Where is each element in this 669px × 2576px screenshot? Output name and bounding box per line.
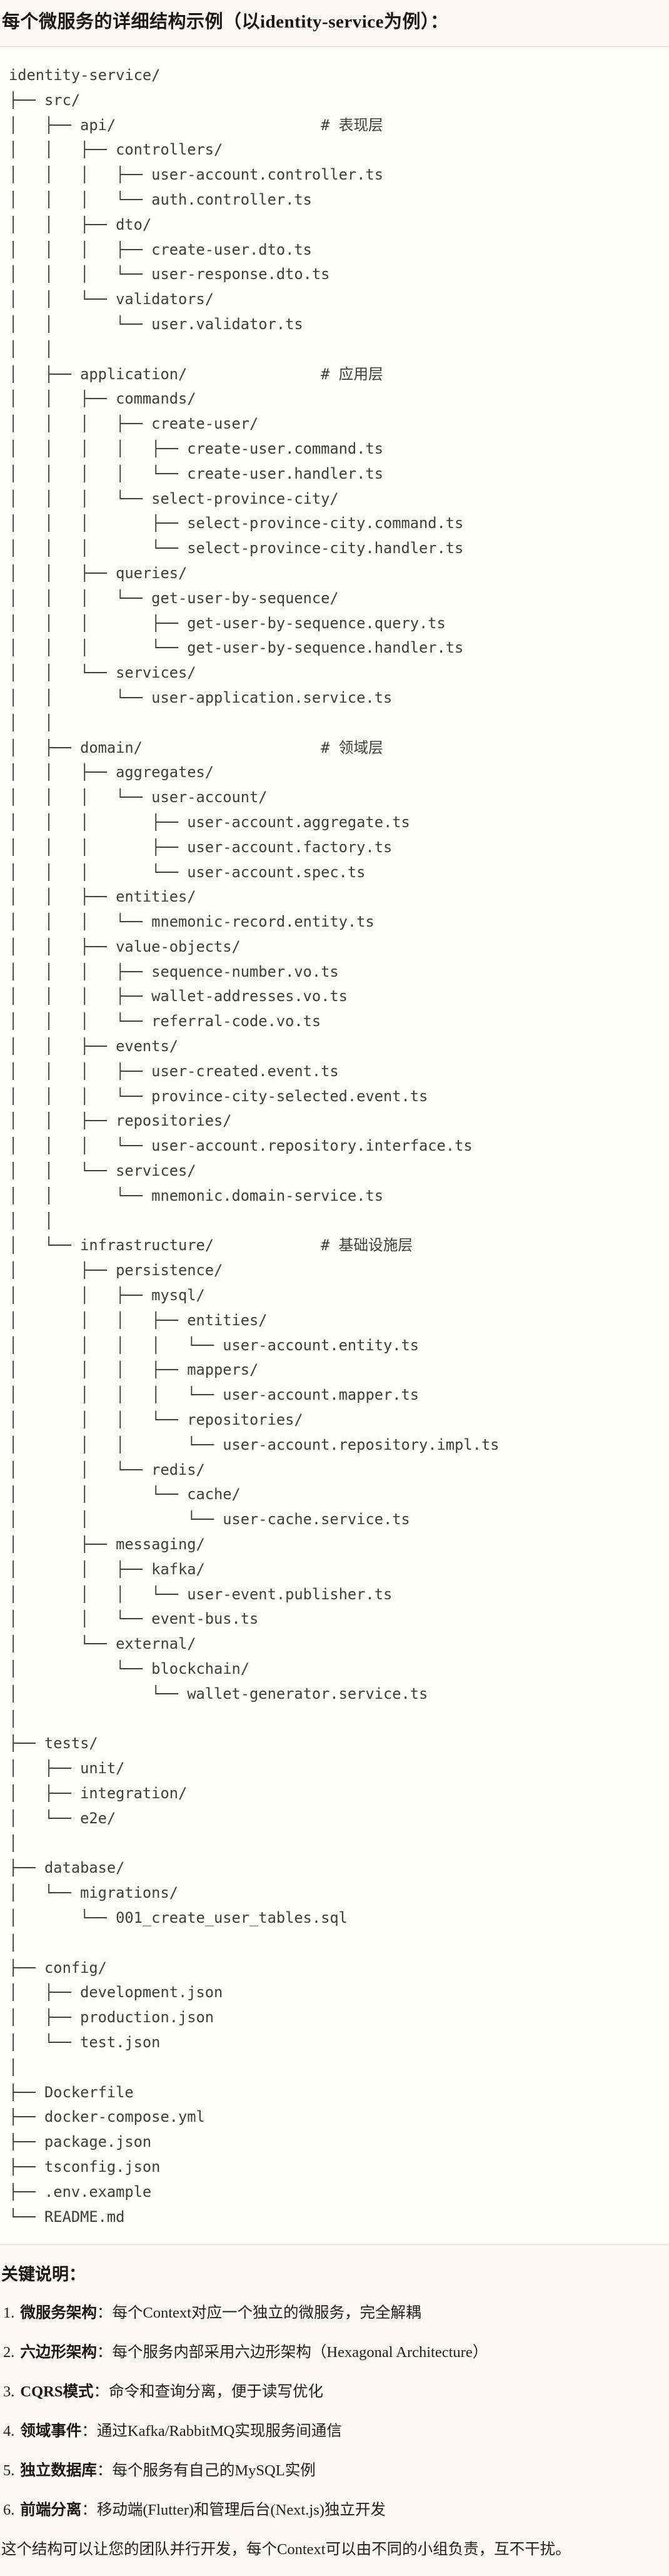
closing-paragraph: 这个结构可以让您的团队并行开发，每个Context可以由不同的小组负责，互不干扰… xyxy=(1,2541,571,2558)
key-note-item: 2. 六边形架构：每个服务内部采用六边形架构（Hexagonal Architec… xyxy=(3,2342,664,2363)
note-number: 3. xyxy=(3,2383,15,2401)
key-note-item: 6. 前端分离：移动端(Flutter)和管理后台(Next.js)独立开发 xyxy=(3,2500,664,2521)
key-note-item: 5. 独立数据库：每个服务有自己的MySQL实例 xyxy=(3,2460,664,2482)
note-text: ：通过Kafka/RabbitMQ实现服务间通信 xyxy=(81,2423,342,2440)
note-number: 6. xyxy=(3,2502,15,2519)
note-text: ：命令和查询分离，便于读写优化 xyxy=(93,2383,323,2401)
directory-tree: identity-service/ ├── src/ │ ├── api/ # … xyxy=(9,66,500,2226)
note-number: 5. xyxy=(3,2462,15,2480)
note-label: 微服务架构 xyxy=(20,2304,97,2322)
note-number: 4. xyxy=(3,2423,15,2440)
note-text: ：移动端(Flutter)和管理后台(Next.js)独立开发 xyxy=(81,2502,386,2519)
note-label: 前端分离 xyxy=(20,2502,82,2519)
key-note-item: 4. 领域事件：通过Kafka/RabbitMQ实现服务间通信 xyxy=(3,2421,664,2442)
note-label: 领域事件 xyxy=(20,2423,82,2440)
code-block: identity-service/ ├── src/ │ ├── api/ # … xyxy=(0,46,669,2246)
note-label: 六边形架构 xyxy=(20,2344,97,2361)
key-note-item: 1. 微服务架构：每个Context对应一个独立的微服务，完全解耦 xyxy=(3,2303,664,2324)
key-note-item: 3. CQRS模式：命令和查询分离，便于读写优化 xyxy=(3,2381,664,2403)
note-number: 1. xyxy=(3,2304,15,2322)
note-label: CQRS模式 xyxy=(20,2383,94,2401)
page-title: 每个微服务的详细结构示例（以identity-service为例）： xyxy=(2,12,449,32)
note-text: ：每个Context对应一个独立的微服务，完全解耦 xyxy=(96,2304,421,2322)
key-notes-heading: 关键说明： xyxy=(1,2265,86,2284)
note-number: 2. xyxy=(3,2344,15,2361)
note-text: ：每个服务内部采用六边形架构（Hexagonal Architecture） xyxy=(96,2344,488,2361)
note-text: ：每个服务有自己的MySQL实例 xyxy=(96,2462,316,2480)
key-notes-section: 关键说明： 1. 微服务架构：每个Context对应一个独立的微服务，完全解耦 2.… xyxy=(0,2263,669,2560)
note-label: 独立数据库 xyxy=(20,2462,97,2480)
